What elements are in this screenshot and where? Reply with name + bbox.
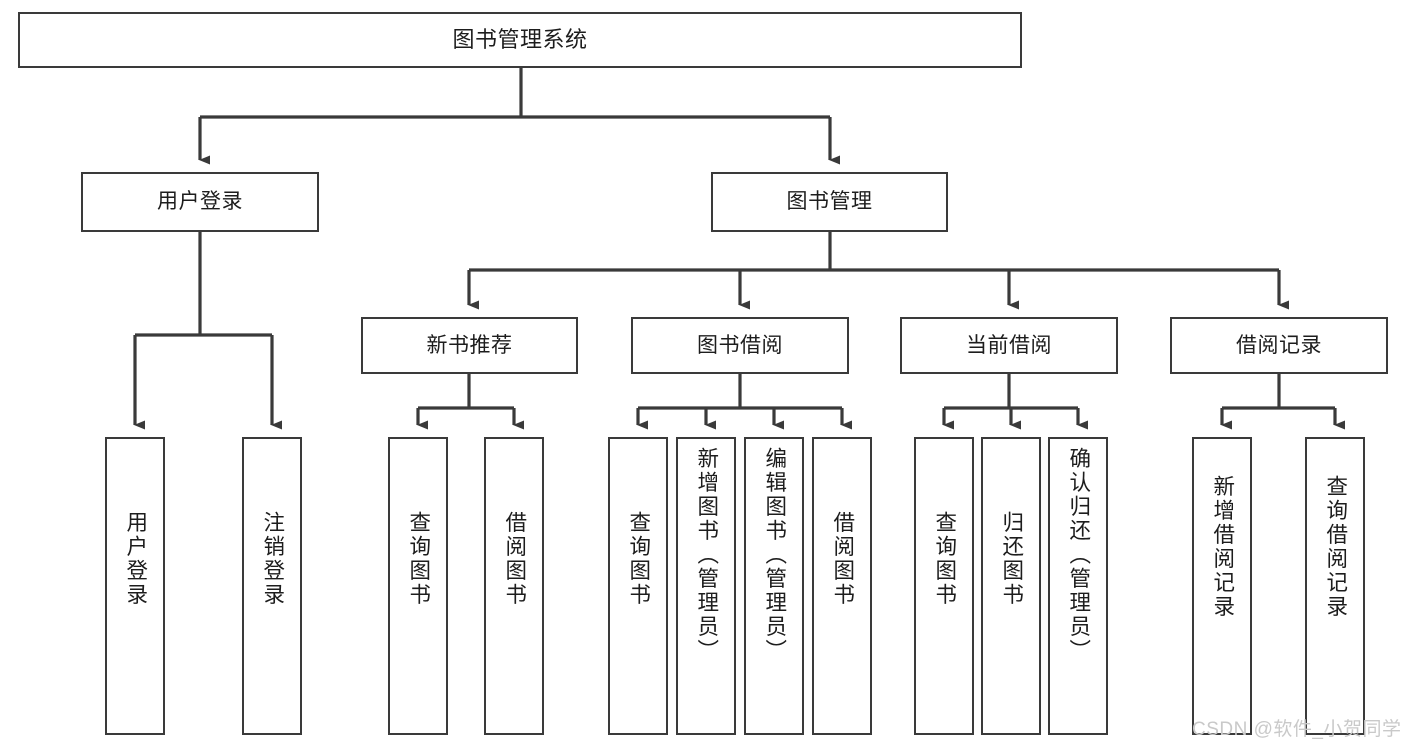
node-leaf-return-book-label: 归还图书 xyxy=(999,511,1024,607)
node-book-borrow[interactable]: 图书借阅 xyxy=(631,317,849,374)
node-book-manage[interactable]: 图书管理 xyxy=(711,172,948,232)
node-leaf-add-record-label: 新增借阅记录 xyxy=(1210,475,1235,619)
node-new-book-rec[interactable]: 新书推荐 xyxy=(361,317,578,374)
node-leaf-query-book-label: 查询图书 xyxy=(626,511,651,607)
node-leaf-add-record[interactable]: 新增借阅记录 xyxy=(1192,437,1252,735)
node-leaf-edit-book-label: 编辑图书（管理员） xyxy=(762,447,787,663)
node-leaf-query-record[interactable]: 查询借阅记录 xyxy=(1305,437,1365,735)
node-leaf-query-book-rec[interactable]: 查询图书 xyxy=(388,437,448,735)
node-new-book-rec-label: 新书推荐 xyxy=(426,333,513,357)
node-borrow-record[interactable]: 借阅记录 xyxy=(1170,317,1388,374)
node-leaf-user-login-label: 用户登录 xyxy=(123,511,148,607)
node-current-borrow[interactable]: 当前借阅 xyxy=(900,317,1118,374)
node-user-login[interactable]: 用户登录 xyxy=(81,172,319,232)
node-leaf-query-book-rec-label: 查询图书 xyxy=(406,511,431,607)
node-leaf-borrow-book-rec[interactable]: 借阅图书 xyxy=(484,437,544,735)
node-leaf-user-logout-label: 注销登录 xyxy=(260,511,285,607)
node-leaf-borrow-book[interactable]: 借阅图书 xyxy=(812,437,872,735)
node-user-login-label: 用户登录 xyxy=(157,190,243,214)
node-root-label: 图书管理系统 xyxy=(452,26,588,52)
node-leaf-borrow-book-rec-label: 借阅图书 xyxy=(502,511,527,607)
node-leaf-confirm-return-label: 确认归还（管理员） xyxy=(1066,447,1091,663)
node-leaf-query-book[interactable]: 查询图书 xyxy=(608,437,668,735)
node-leaf-edit-book[interactable]: 编辑图书（管理员） xyxy=(744,437,804,735)
csdn-watermark: CSDN @软件_小贺同学 xyxy=(1192,719,1402,740)
node-leaf-query-book-cur[interactable]: 查询图书 xyxy=(914,437,974,735)
node-leaf-confirm-return[interactable]: 确认归还（管理员） xyxy=(1048,437,1108,735)
node-leaf-return-book[interactable]: 归还图书 xyxy=(981,437,1041,735)
node-leaf-query-book-cur-label: 查询图书 xyxy=(932,511,957,607)
node-leaf-query-record-label: 查询借阅记录 xyxy=(1323,475,1348,619)
node-book-borrow-label: 图书借阅 xyxy=(697,333,783,357)
node-leaf-user-logout[interactable]: 注销登录 xyxy=(242,437,302,735)
node-leaf-add-book[interactable]: 新增图书（管理员） xyxy=(676,437,736,735)
node-leaf-user-login[interactable]: 用户登录 xyxy=(105,437,165,735)
node-leaf-borrow-book-label: 借阅图书 xyxy=(830,511,855,607)
node-borrow-record-label: 借阅记录 xyxy=(1236,333,1322,357)
node-current-borrow-label: 当前借阅 xyxy=(966,333,1052,357)
node-leaf-add-book-label: 新增图书（管理员） xyxy=(694,447,719,663)
node-book-manage-label: 图书管理 xyxy=(786,190,873,214)
node-root[interactable]: 图书管理系统 xyxy=(18,12,1022,68)
